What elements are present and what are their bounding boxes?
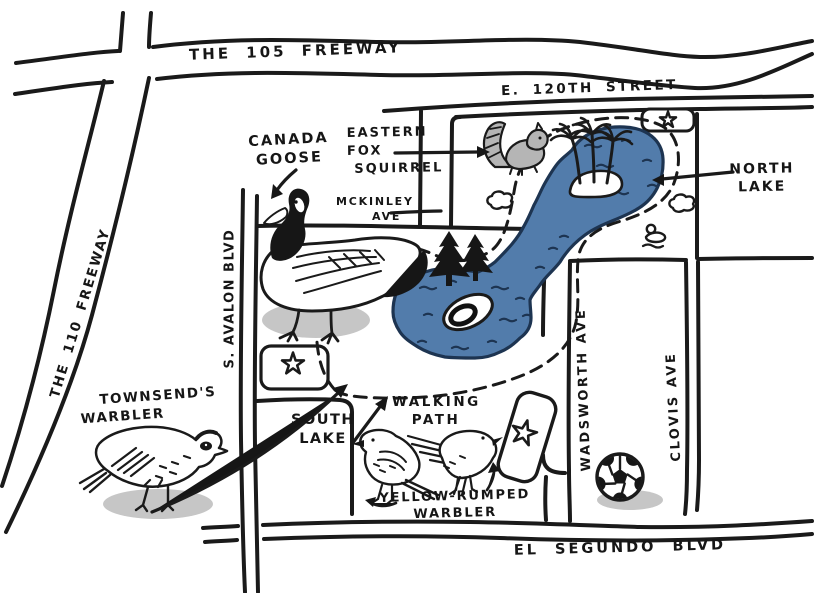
south-lake-island-icon [442,292,494,332]
park-east-blocks [541,112,814,523]
label-walking-path: WALKING PATH [392,394,480,430]
island-oval [442,292,494,332]
ball-pentagon [612,469,628,484]
townsends-arrow [150,391,340,514]
feature-name: NORTH [729,160,795,178]
island-crescent [448,303,478,327]
warbler-crown [195,429,218,440]
bird-left-eye [371,438,375,442]
label-mckinley-ave: MCKINLEY AVE [336,195,446,224]
warbler-legs [134,484,175,513]
freeway-105-road [13,37,814,96]
bird-left-tail [400,478,440,501]
lakes [391,116,665,360]
duck-icon [641,223,667,249]
ball-patch [612,492,628,499]
pine-tree [459,234,493,281]
cloud-bush-icon [486,190,514,210]
road-name: S. AVALON BLVD [222,228,238,369]
goose-shadow [262,302,370,338]
yellow-rumped-left-arrowhead [365,497,376,507]
north-lake-arrowhead [652,174,664,186]
bird-left-legs [370,483,394,506]
warbler-eye [204,443,208,447]
label-canada-goose: CANADA GOOSE [237,128,341,172]
bird-left-body [359,428,421,486]
wildlife-name: SQUIRREL [354,160,444,178]
squirrel-head [525,128,549,151]
cloud-bushes [486,190,696,213]
goose-arrow [275,168,298,192]
ball-seams [598,455,642,499]
warbler-body [94,425,229,488]
avalon-blvd-road [238,188,260,593]
bird-left-wing [373,450,407,473]
palm-trunks [570,132,615,185]
feature-name: PATH [411,411,461,428]
goose-wing-hatching [292,249,385,294]
townsends-arrowhead [333,384,348,398]
street-120th-road [382,94,814,119]
duck-water [641,243,665,249]
freeway-110-road [0,11,153,534]
el-segundo-road [201,519,814,544]
goose-eye [294,200,298,204]
wildlife-name: FOX [346,143,383,160]
feature-name: SOUTH [290,412,356,428]
goose-beak [263,207,289,226]
bird-right-beak [492,437,503,446]
label-avalon-blvd: S. AVALON BLVD [221,228,238,370]
cloud-bush-icon [668,193,696,213]
squirrel-ear [535,122,543,131]
bird-right-body [438,429,498,480]
road-name: MCKINLEY [336,195,414,208]
squirrel-arrowhead [477,146,490,158]
north-lake-pointer [660,170,735,181]
walking-path-arrowhead [375,396,388,411]
yellow-rumped-right-arrowhead [488,462,500,473]
south-lake-block [255,397,354,516]
street-lines [0,11,814,593]
squirrel-arrow [393,150,480,155]
palm-island-icon [549,116,634,199]
ball-pattern [598,455,642,499]
warbler-tail [78,467,112,494]
duck-body [644,231,667,244]
bird-right-wing [406,434,462,468]
label-yellow-rumped-warbler: YELLOW-RUMPED WARBLER [374,486,537,525]
ball-patch [598,476,606,492]
yellow-rumped-warbler-illustration [352,428,503,506]
canada-goose-illustration [259,188,428,345]
ball-patch [634,476,642,492]
feature-name: LAKE [299,431,347,448]
goose-arrowhead [271,184,283,199]
label-eastern-fox-squirrel: EASTERN FOX SQUIRREL [347,123,460,180]
bird-left-beak [352,440,364,447]
pine-trees-icon [429,231,493,286]
fox-squirrel-illustration [482,121,549,176]
feature-name: LAKE [737,179,787,196]
feature-name: WALKING [392,394,481,410]
bird-right-speckles [443,455,466,469]
townsends-warbler-illustration [78,425,229,519]
squirrel-tail-stripes [485,126,502,159]
pointer-arrows [150,146,735,514]
squirrel-legs [509,165,538,176]
goose-tail [382,250,428,298]
bird-right-eye [481,436,485,440]
mckinley-ave-road [418,109,462,228]
squirrel-eye [538,136,542,140]
bird-right-tail-legs [448,474,479,497]
soccer-ball-icon [595,452,663,510]
goose-legs-feet [278,308,340,345]
mckinley-pointer-line [389,209,443,215]
label-north-lake: NORTH LAKE [718,159,807,197]
wildlife-name: EASTERN [346,124,428,141]
label-south-lake: SOUTH LAKE [283,411,363,449]
warbler-wing-streaks [110,446,192,489]
star-marker-boxes [259,109,696,484]
road-name: AVE [372,209,402,223]
